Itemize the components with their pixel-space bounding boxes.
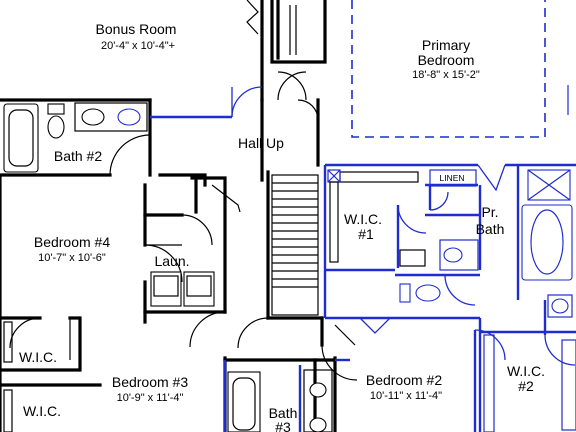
toilet-icon: [47, 115, 65, 139]
primary-bedroom-label-2: Bedroom: [418, 52, 475, 68]
walls: [0, 0, 337, 432]
sink-icon: [81, 108, 105, 126]
pr-bath-label-2: Bath: [476, 221, 505, 237]
wic-2-label-1: W.I.C.: [507, 363, 545, 379]
primary-bedroom-dims: 18'-8" x 15'-2": [412, 69, 480, 81]
wic-1-label-2: #1: [358, 226, 374, 242]
bedroom-3-dims: 10'-9" x 11'-4": [117, 392, 184, 404]
primary-suite-walls: [150, 115, 576, 432]
hall-up-label: Hall Up: [238, 135, 284, 151]
wic-left-1-label: W.I.C.: [19, 349, 57, 365]
bath-3-label-1: Bath: [269, 405, 298, 421]
bath-3-label-2: #3: [275, 419, 291, 432]
bath-2-label: Bath #2: [54, 148, 102, 164]
fixtures: [3, 102, 576, 432]
bedroom-2-dims: 10'-11" x 11'-4": [370, 390, 442, 402]
bonus-room-label: Bonus Room: [96, 21, 177, 37]
toilet-icon: [309, 417, 327, 432]
toilet-icon: [415, 284, 441, 302]
wic-2-label-2: #2: [518, 378, 534, 394]
staircase: [271, 174, 319, 316]
bedroom-4-dims: 10'-7" x 10'-6": [38, 252, 106, 264]
sink-icon: [551, 298, 569, 314]
sink-icon: [443, 247, 463, 263]
dryer-icon: [183, 271, 215, 307]
bonus-room-dims: 20'-4" x 10'-4"+: [101, 40, 175, 52]
sink-icon: [117, 108, 141, 126]
bedroom-3-label: Bedroom #3: [112, 374, 188, 390]
wic-left-2-label: W.I.C.: [23, 403, 61, 419]
bathtub-icon: [521, 204, 573, 281]
wic-1-label-1: W.I.C.: [344, 211, 382, 227]
bedroom-4-label: Bedroom #4: [34, 234, 110, 250]
linen-label: LINEN: [439, 173, 464, 183]
pr-bath-label-1: Pr.: [481, 204, 498, 220]
washer-icon: [150, 271, 182, 307]
room-labels: Bonus Room 20'-4" x 10'-4"+ Primary Bedr…: [19, 21, 545, 432]
bedroom-2-label: Bedroom #2: [366, 372, 442, 388]
sink-icon: [309, 382, 327, 398]
primary-bedroom-ceiling-outline: [351, 0, 569, 138]
doors: [9, 0, 576, 381]
bathtub-icon: [3, 103, 39, 173]
laundry-label: Laun.: [154, 253, 189, 269]
primary-bedroom-label-1: Primary: [422, 37, 470, 53]
